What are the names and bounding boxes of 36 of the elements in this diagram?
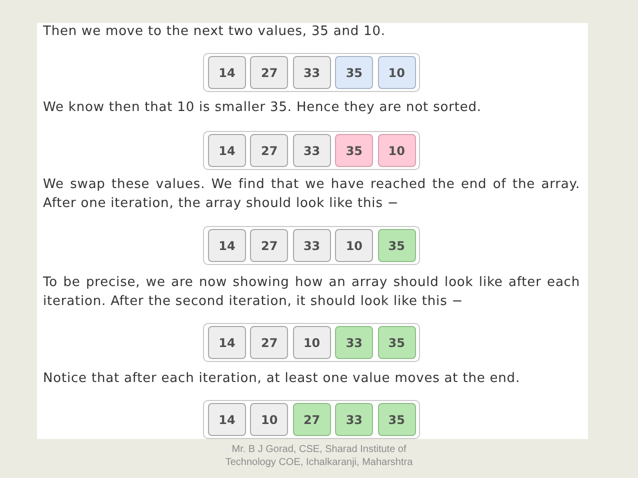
- paragraph: Then we move to the next two values, 35 and 10.: [43, 23, 386, 41]
- array-element: 14: [208, 229, 246, 262]
- array-element: 35: [378, 326, 416, 359]
- array-tray: [203, 53, 420, 92]
- array-element: 27: [250, 56, 288, 89]
- array-element: 10: [378, 134, 416, 167]
- array-tray: [203, 226, 420, 265]
- array-element: 14: [208, 134, 246, 167]
- array-element: 33: [292, 56, 331, 89]
- array-element: 27: [250, 134, 288, 167]
- array-element: 10: [378, 56, 416, 89]
- array-element: 35: [335, 56, 374, 89]
- array-tray: [203, 131, 420, 170]
- array-element: 27: [292, 403, 331, 436]
- array-element: 14: [208, 56, 246, 89]
- paragraph: We know then that 10 is smaller 35. Hence they are not sorted.: [43, 99, 482, 117]
- array-element: 14: [208, 326, 246, 359]
- array-element: 10: [335, 229, 374, 262]
- array-element: 10: [250, 403, 288, 436]
- paragraph: We swap these values. We find that we have reached the end of the array. After one iteration, the array should look like this −: [43, 176, 580, 213]
- footer-credit: Mr. B J Gorad, CSE, Sharad Institute of Technology COE, Ichalkaranji, Maharshtra: [224, 443, 414, 469]
- array-element: 33: [335, 326, 374, 359]
- array-element: 33: [292, 229, 331, 262]
- array-tray: [203, 323, 420, 362]
- array-element: 35: [378, 403, 416, 436]
- array-element: 10: [292, 326, 331, 359]
- array-element: 33: [292, 134, 331, 167]
- array-element: 14: [208, 403, 246, 436]
- paragraph: To be precise, we are now showing how an array should look like after each iteration. After the second iteration, it should look like this −: [43, 274, 580, 311]
- array-element: 27: [250, 229, 288, 262]
- paragraph: Notice that after each iteration, at least one value moves at the end.: [43, 370, 521, 388]
- array-element: 33: [335, 403, 374, 436]
- array-element: 35: [378, 229, 416, 262]
- array-element: 35: [335, 134, 374, 167]
- array-element: 27: [250, 326, 288, 359]
- array-tray: [203, 400, 420, 439]
